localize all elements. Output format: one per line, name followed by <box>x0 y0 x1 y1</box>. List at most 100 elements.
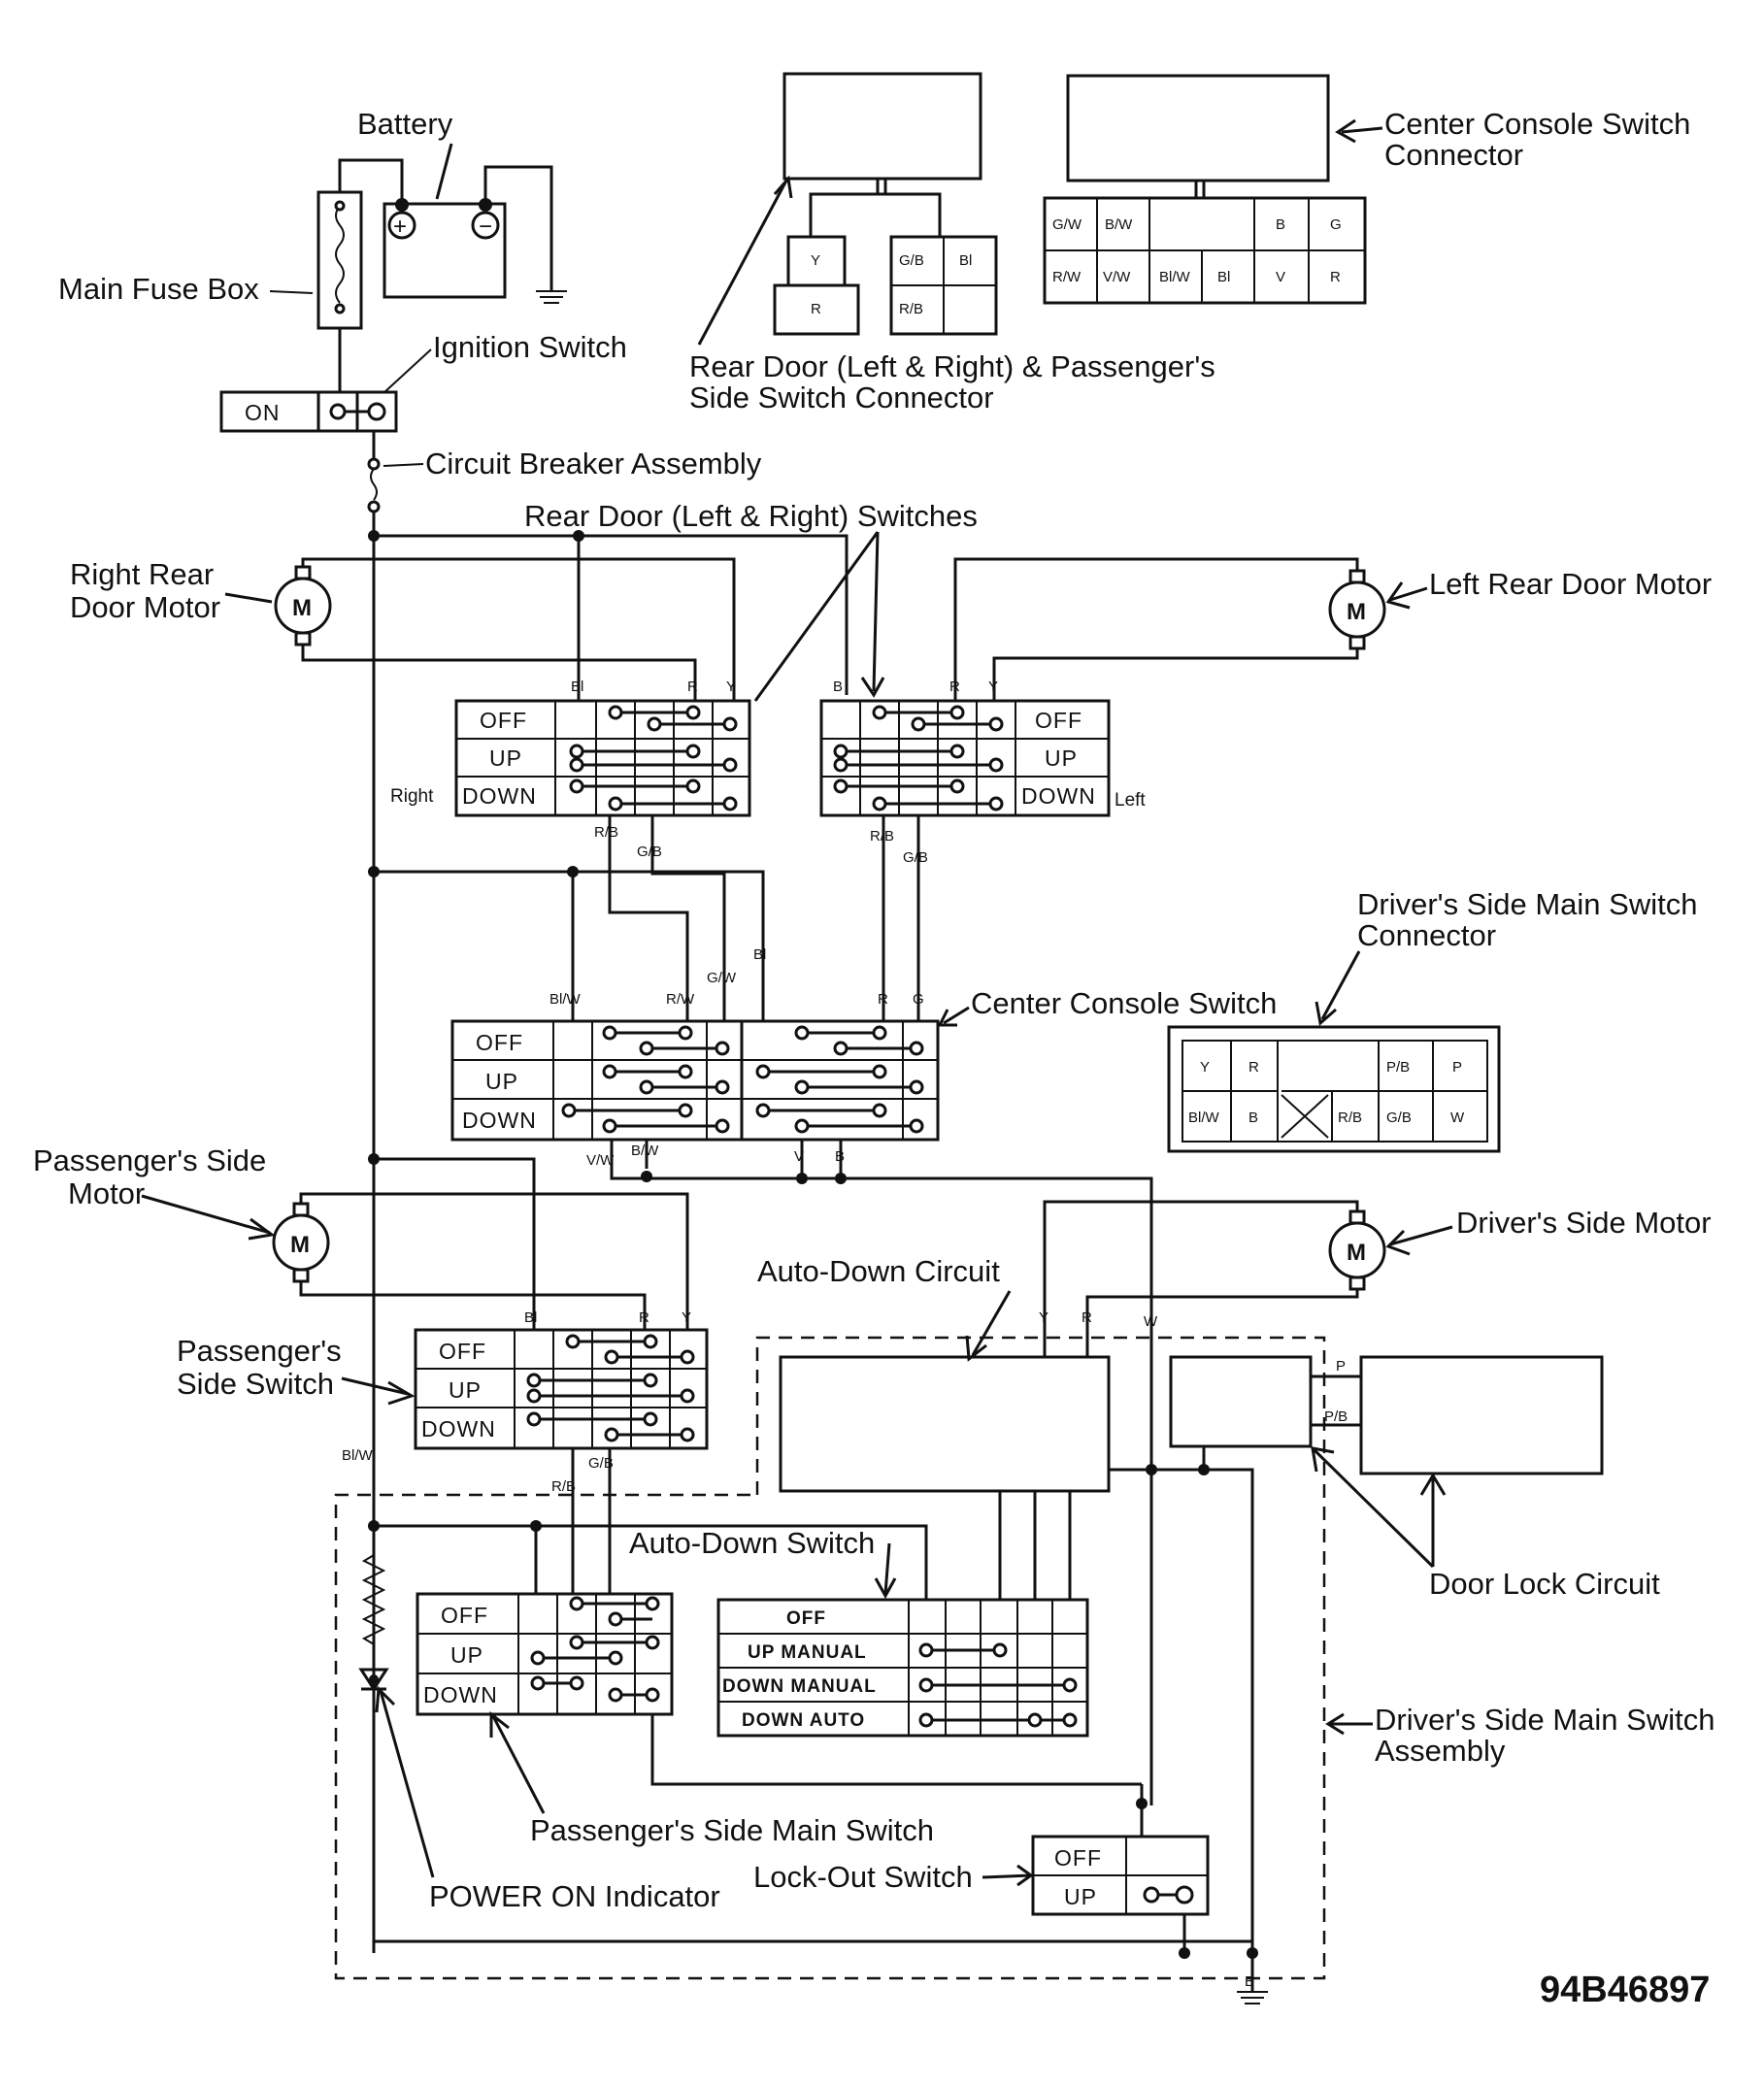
ignition-on-label: ON <box>245 400 281 425</box>
rear-connector-label-2: Side Switch Connector <box>689 381 994 414</box>
svg-text:UP: UP <box>1064 1884 1097 1909</box>
svg-text:R/B: R/B <box>870 828 894 845</box>
center-console-switch-label: Center Console Switch <box>971 986 1277 1020</box>
center-console-switch: OFF UP DOWN <box>450 1019 940 1142</box>
auto-down-switch-label: Auto-Down Switch <box>629 1526 875 1560</box>
passenger-side-main-switch: OFF UP DOWN <box>416 1592 674 1716</box>
svg-text:R: R <box>1330 269 1341 285</box>
svg-text:Right: Right <box>390 786 434 807</box>
center-connector-label-1: Center Console Switch <box>1384 107 1690 141</box>
driver-side-motor: M <box>1328 1209 1386 1291</box>
svg-text:G/B: G/B <box>903 849 928 866</box>
svg-text:Bl: Bl <box>524 1309 537 1326</box>
svg-text:R: R <box>1082 1309 1092 1326</box>
svg-text:G/B: G/B <box>1386 1110 1412 1126</box>
lock-out-switch-label: Lock-Out Switch <box>753 1860 973 1894</box>
left-rear-motor: M <box>1328 569 1386 650</box>
svg-text:Bl/W: Bl/W <box>342 1447 374 1464</box>
svg-text:W: W <box>1450 1110 1465 1126</box>
svg-text:B: B <box>1276 216 1285 233</box>
svg-text:OFF: OFF <box>480 708 527 733</box>
svg-text:UP: UP <box>489 745 522 771</box>
svg-text:DOWN: DOWN <box>1021 783 1096 809</box>
svg-text:Y: Y <box>1200 1059 1210 1076</box>
passenger-switch-label-1: Passenger's <box>177 1334 342 1368</box>
svg-text:OFF: OFF <box>441 1603 488 1628</box>
rear-connector-label-1: Rear Door (Left & Right) & Passenger's <box>689 349 1215 383</box>
svg-text:UP: UP <box>449 1377 482 1403</box>
svg-text:Y: Y <box>1039 1309 1048 1326</box>
svg-text:OFF: OFF <box>1035 708 1082 733</box>
right-rear-motor-label-2: Door Motor <box>70 590 220 624</box>
svg-text:V/W: V/W <box>586 1152 615 1169</box>
driver-assembly-label-1: Driver's Side Main Switch <box>1375 1703 1714 1737</box>
driver-side-connector: Y R P/B P Bl/W B R/B G/B W <box>1167 1025 1501 1153</box>
svg-text:R/W: R/W <box>1052 269 1082 285</box>
right-rear-switch: OFF UP DOWN <box>454 699 751 817</box>
ignition-switch-label: Ignition Switch <box>433 330 627 364</box>
svg-text:OFF: OFF <box>1054 1845 1102 1871</box>
svg-text:W: W <box>1144 1313 1158 1330</box>
svg-text:V: V <box>1276 269 1285 285</box>
rear-door-connector: Y R G/B Bl R/B <box>773 72 998 336</box>
svg-text:DOWN: DOWN <box>421 1416 496 1441</box>
svg-text:M: M <box>292 595 312 621</box>
svg-text:R: R <box>639 1309 649 1326</box>
svg-text:UP: UP <box>1045 745 1078 771</box>
svg-text:R: R <box>687 679 698 695</box>
svg-text:Bl/W: Bl/W <box>1188 1110 1220 1126</box>
battery-label: Battery <box>357 107 453 141</box>
svg-text:M: M <box>1347 1240 1366 1266</box>
svg-text:G: G <box>913 991 924 1008</box>
svg-text:DOWN: DOWN <box>462 1108 537 1133</box>
svg-text:V: V <box>794 1148 804 1165</box>
right-rear-motor: M <box>274 565 332 646</box>
auto-down-switch: OFF UP MANUAL DOWN MANUAL DOWN AUTO <box>716 1598 1089 1738</box>
svg-text:OFF: OFF <box>786 1608 826 1629</box>
passenger-motor-label-2: Motor <box>68 1176 145 1210</box>
main-fuse-box-label: Main Fuse Box <box>58 272 259 306</box>
svg-text:M: M <box>1347 599 1366 625</box>
driver-main-switch-assembly-border <box>334 1336 1326 1980</box>
svg-text:G/B: G/B <box>588 1455 614 1472</box>
rear-switches-label: Rear Door (Left & Right) Switches <box>524 499 978 533</box>
svg-text:OFF: OFF <box>439 1339 486 1364</box>
main-fuse-box <box>316 190 363 330</box>
svg-text:+: + <box>393 214 407 240</box>
svg-text:UP: UP <box>450 1642 483 1668</box>
svg-text:Y: Y <box>682 1309 691 1326</box>
svg-text:Bl: Bl <box>753 946 766 963</box>
left-rear-motor-label: Left Rear Door Motor <box>1429 567 1712 601</box>
svg-text:B: B <box>833 679 843 695</box>
svg-text:DOWN AUTO: DOWN AUTO <box>742 1710 865 1731</box>
driver-motor-label: Driver's Side Motor <box>1456 1206 1712 1240</box>
svg-text:R/B: R/B <box>899 301 923 317</box>
ignition-switch: ON <box>219 390 398 433</box>
svg-text:Bl: Bl <box>1217 269 1230 285</box>
svg-text:Bl/W: Bl/W <box>1159 269 1191 285</box>
svg-text:UP MANUAL: UP MANUAL <box>748 1642 867 1663</box>
door-lock-label: Door Lock Circuit <box>1429 1567 1660 1601</box>
passenger-side-switch: OFF UP DOWN <box>414 1328 709 1450</box>
svg-text:V/W: V/W <box>1103 269 1131 285</box>
auto-down-circuit <box>779 1355 1111 1493</box>
svg-text:UP: UP <box>485 1069 518 1094</box>
door-lock-circuit <box>1169 1355 1604 1475</box>
center-console-connector: G/W B/W B G R/W V/W Bl/W Bl V R <box>1043 74 1367 305</box>
svg-text:Left: Left <box>1115 790 1146 811</box>
svg-text:P: P <box>1336 1358 1346 1375</box>
battery: + − <box>383 198 507 299</box>
right-rear-motor-label-1: Right Rear <box>70 557 214 591</box>
passenger-side-motor: M <box>272 1202 330 1283</box>
center-connector-label-2: Connector <box>1384 138 1523 172</box>
svg-text:G/W: G/W <box>707 970 737 986</box>
auto-down-circuit-label: Auto-Down Circuit <box>757 1254 1000 1288</box>
svg-text:−: − <box>479 214 492 240</box>
svg-text:B: B <box>1248 1110 1258 1126</box>
svg-text:P/B: P/B <box>1386 1059 1410 1076</box>
circuit-breaker-label: Circuit Breaker Assembly <box>425 447 762 480</box>
power-on-indicator-label: POWER ON Indicator <box>429 1879 720 1913</box>
svg-text:G/B: G/B <box>637 844 662 860</box>
svg-text:Y: Y <box>726 679 736 695</box>
